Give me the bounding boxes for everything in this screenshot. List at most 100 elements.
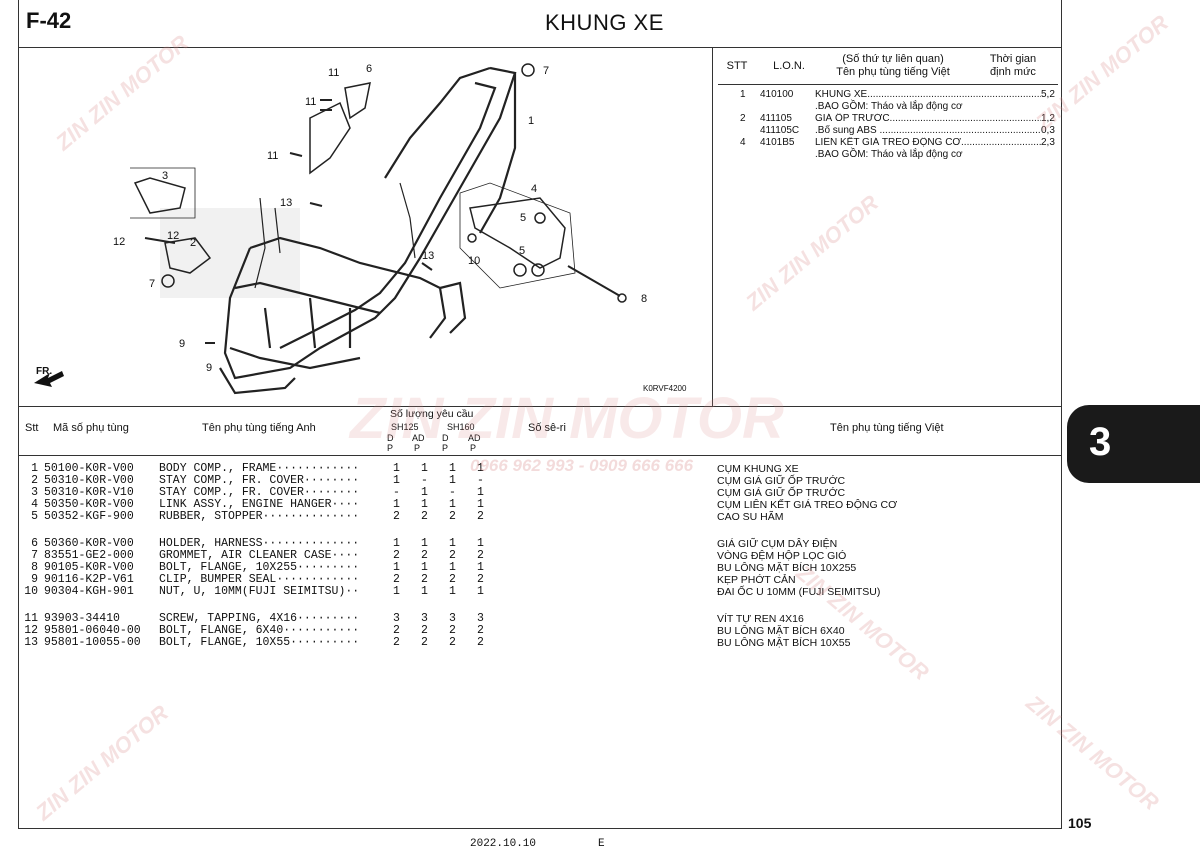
row-qty: -	[477, 474, 484, 487]
row-name-en: BOLT, FLANGE, 10X255·········	[159, 562, 360, 574]
row-name-en: HOLDER, HARNESS··············	[159, 538, 360, 550]
header-divider	[18, 47, 1062, 48]
row-qty: 2	[477, 573, 484, 586]
row-name-en: RUBBER, STOPPER··············	[159, 511, 360, 523]
related-header-lon: L.O.N.	[773, 60, 805, 72]
row-stt: 8	[31, 561, 38, 574]
diagram-divider	[712, 47, 713, 406]
row-qty: 3	[449, 612, 456, 625]
row-name-vi: GIÁ GIỮ CỤM DÂY ĐIỆN	[717, 538, 838, 550]
row-qty: 1	[393, 498, 400, 511]
row-name-vi: BU LÔNG MẶT BÍCH 10X55	[717, 637, 851, 649]
row-qty: 2	[449, 510, 456, 523]
row-part-number: 50360-K0R-V00	[44, 537, 134, 550]
row-qty: 1	[393, 537, 400, 550]
row-qty: 2	[449, 636, 456, 649]
row-name-vi: CỤM GIÁ GIỮ ỐP TRƯỚC	[717, 475, 846, 487]
row-qty: 1	[449, 474, 456, 487]
watermark-phone: 0966 962 993 - 0909 666 666	[470, 456, 694, 475]
row-name-en: BOLT, FLANGE, 10X55··········	[159, 637, 360, 649]
watermark-brand: ZIN ZIN MOTOR	[350, 386, 784, 451]
row-name-en: BODY COMP., FRAME············	[159, 463, 360, 475]
row-stt: 11	[24, 612, 38, 625]
col-header-sh160: SH160	[447, 422, 475, 432]
callout-label: 13	[280, 197, 293, 209]
callout-label: 11	[328, 67, 340, 79]
row-name-vi: KẸP PHỚT CẢN	[717, 574, 796, 586]
row-part-number: 90116-K2P-V61	[44, 573, 134, 586]
row-qty: 2	[477, 636, 484, 649]
callout-label: 4	[531, 183, 538, 195]
callout-label: 9	[206, 362, 213, 374]
row-qty: 2	[477, 510, 484, 523]
front-direction-label: FR.	[36, 366, 53, 377]
page-number: 105	[1068, 815, 1092, 831]
row-qty: 2	[393, 573, 400, 586]
row-qty: 2	[421, 573, 428, 586]
callout-label: 5	[519, 245, 526, 257]
row-part-number: 50350-K0R-V00	[44, 498, 134, 511]
row-qty: -	[393, 486, 400, 499]
row-name-en: SCREW, TAPPING, 4X16·········	[159, 613, 360, 625]
row-qty: 2	[421, 636, 428, 649]
row-stt: 9	[31, 573, 38, 586]
row-stt: 1	[31, 462, 38, 475]
row-qty: 1	[393, 585, 400, 598]
callout-label: 1	[528, 115, 535, 127]
related-header-desc: (Số thứ tự liên quan) Tên phụ tùng tiếng…	[836, 53, 950, 78]
row-stt: 5	[31, 510, 38, 523]
row-name-vi: BU LÔNG MẶT BÍCH 10X255	[717, 562, 857, 574]
row-qty: 2	[393, 510, 400, 523]
col-header-qty: Số lượng yêu cầu	[390, 408, 474, 420]
row-name-vi: BU LÔNG MẶT BÍCH 6X40	[717, 625, 845, 637]
callout-label: 3	[162, 170, 169, 182]
row-qty: 2	[393, 624, 400, 637]
callout-label: 7	[543, 65, 550, 77]
row-qty: 1	[421, 537, 428, 550]
row-qty: 1	[477, 561, 484, 574]
row-part-number: 90304-KGH-901	[44, 585, 134, 598]
callout-label: 10	[468, 255, 481, 267]
table-top-divider	[18, 406, 1062, 407]
col-header-name-vi: Tên phụ tùng tiếng Việt	[830, 422, 944, 434]
row-qty: 3	[393, 612, 400, 625]
row-qty: 1	[421, 498, 428, 511]
row-qty: 2	[393, 549, 400, 562]
row-part-number: 93903-34410	[44, 612, 120, 625]
row-stt: 7	[31, 549, 38, 562]
callout-label: 13	[422, 250, 435, 262]
row-qty: 1	[477, 585, 484, 598]
row-name-vi: CỤM LIÊN KẾT GIÁ TREO ĐỘNG CƠ	[717, 499, 898, 511]
row-qty: 1	[421, 486, 428, 499]
col-header-stt: Stt	[25, 422, 39, 434]
row-part-number: 50352-KGF-900	[44, 510, 134, 523]
row-qty: 1	[449, 537, 456, 550]
table-header-divider	[18, 455, 1062, 456]
row-name-vi: CỤM KHUNG XE	[717, 463, 799, 475]
row-name-en: NUT, U, 10MM(FUJI SEIMITSU)··	[159, 586, 360, 598]
related-header-time: Thời gian định mức	[989, 53, 1037, 78]
row-name-vi: CỤM GIÁ GIỮ ỐP TRƯỚC	[717, 487, 846, 499]
related-header-divider	[718, 84, 1058, 85]
page-frame	[18, 0, 1062, 829]
row-qty: 1	[393, 462, 400, 475]
row-qty: 2	[421, 549, 428, 562]
related-header-stt: STT	[726, 60, 748, 72]
row-qty: 3	[421, 612, 428, 625]
callout-label: 2	[190, 237, 197, 249]
row-qty: 1	[421, 585, 428, 598]
diagram-ref-code: K0RVF4200	[643, 384, 687, 393]
section-code: F-42	[26, 8, 72, 33]
col-header-p: P	[414, 443, 421, 453]
row-qty: 1	[449, 462, 456, 475]
col-header-ad: AD	[468, 433, 481, 443]
row-qty: 2	[449, 573, 456, 586]
row-qty: 2	[477, 549, 484, 562]
row-part-number: 83551-GE2-000	[44, 549, 134, 562]
callout-label: 12	[113, 236, 126, 248]
callout-label: 8	[641, 293, 648, 305]
row-part-number: 50100-K0R-V00	[44, 462, 134, 475]
col-header-d: D	[442, 433, 449, 443]
row-qty: -	[449, 486, 456, 499]
row-qty: 1	[477, 486, 484, 499]
